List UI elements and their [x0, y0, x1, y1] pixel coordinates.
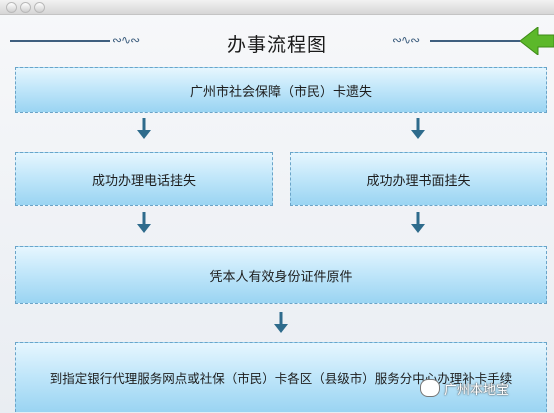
window-close-button[interactable] [6, 2, 17, 13]
ornament-right-icon: ∾∿∾ [392, 33, 420, 47]
flow-step-phone-report-label: 成功办理电话挂失 [91, 173, 196, 189]
flow-arrow-icon [411, 118, 425, 139]
flow-step-card-lost: 广州市社会保障（市民）卡遗失 [15, 67, 547, 113]
header-divider-left [10, 40, 110, 42]
flow-step-phone-report: 成功办理电话挂失 [15, 152, 273, 206]
ornament-left-icon: ∾∿∾ [112, 33, 140, 47]
flow-arrow-icon [274, 312, 288, 333]
wechat-icon [420, 379, 440, 397]
header-divider-right [430, 40, 520, 42]
flow-arrow-icon [137, 118, 151, 139]
flow-arrow-icon [411, 212, 425, 233]
back-arrow-icon[interactable] [520, 27, 554, 55]
flow-step-id-document: 凭本人有效身份证件原件 [15, 246, 547, 304]
flow-step-written-report-label: 成功办理书面挂失 [366, 173, 471, 189]
flow-arrow-icon [137, 212, 151, 233]
window-zoom-button[interactable] [34, 2, 45, 13]
flow-step-written-report: 成功办理书面挂失 [290, 152, 547, 206]
window-titlebar [0, 0, 554, 15]
window-minimize-button[interactable] [20, 2, 31, 13]
flow-step-id-document-label: 凭本人有效身份证件原件 [209, 269, 353, 285]
flow-step-reissue-card: 到指定银行代理服务网点或社保（市民）卡各区（县级市）服务分中心办理补卡手续 [15, 342, 547, 412]
watermark-text: 广州本地宝 [444, 382, 510, 398]
page-title: 办事流程图 [226, 34, 327, 56]
flow-step-card-lost-label: 广州市社会保障（市民）卡遗失 [189, 84, 372, 100]
flow-step-reissue-card-label: 到指定银行代理服务网点或社保（市民）卡各区（县级市）服务分中心办理补卡手续 [49, 371, 513, 386]
watermark: 广州本地宝 [420, 378, 509, 398]
